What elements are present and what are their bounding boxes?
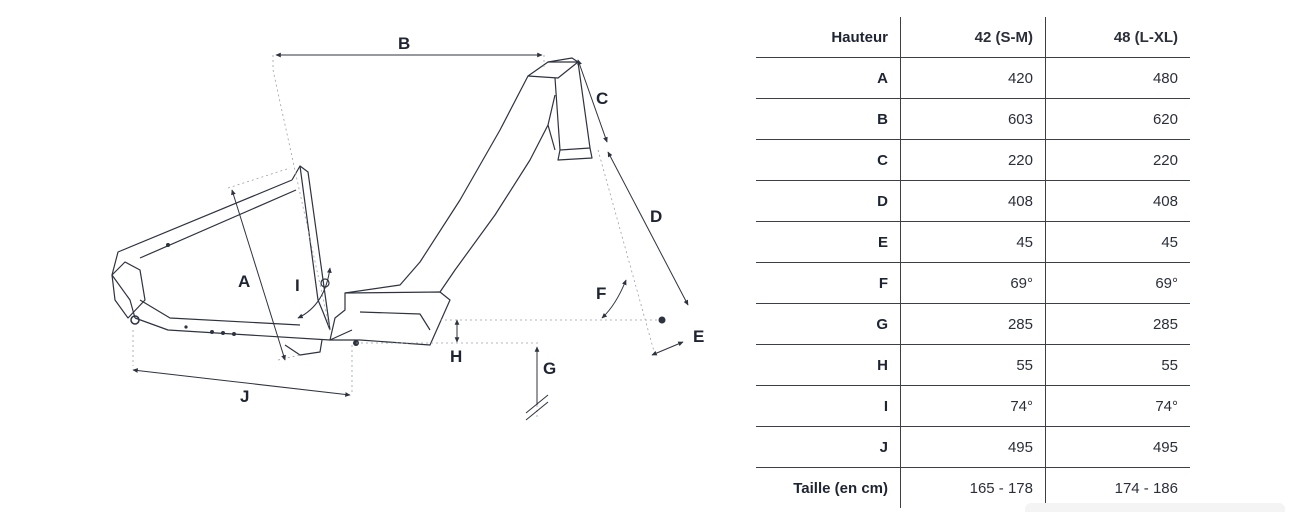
row-value-size-2: 408 bbox=[1045, 180, 1190, 222]
row-value-size-2: 220 bbox=[1045, 139, 1190, 181]
header-label: Hauteur bbox=[756, 17, 901, 58]
frame-geometry-diagram: B C D A I F E H G J bbox=[111, 34, 704, 421]
guide-lines bbox=[132, 55, 660, 420]
row-value-size-1: 420 bbox=[900, 57, 1046, 99]
bike-frame bbox=[111, 57, 593, 356]
row-label: E bbox=[756, 221, 901, 263]
row-value-size-1: 495 bbox=[900, 426, 1046, 468]
ground-break-mark bbox=[525, 394, 549, 421]
dimension-label-g: G bbox=[543, 359, 556, 378]
row-label: H bbox=[756, 344, 901, 386]
row-label: B bbox=[756, 98, 901, 140]
dimension-label-a: A bbox=[238, 272, 250, 291]
dimension-label-i: I bbox=[295, 276, 300, 295]
dimension-lines bbox=[132, 52, 689, 405]
row-label: J bbox=[756, 426, 901, 468]
dimension-label-d: D bbox=[650, 207, 662, 226]
row-label: A bbox=[756, 57, 901, 99]
row-label: C bbox=[756, 139, 901, 181]
dimension-label-c: C bbox=[596, 89, 608, 108]
row-value-size-1: 285 bbox=[900, 303, 1046, 345]
row-value-size-2: 69° bbox=[1045, 262, 1190, 304]
row-value-size-1: 603 bbox=[900, 98, 1046, 140]
frame-details bbox=[130, 243, 666, 346]
row-value-size-2: 480 bbox=[1045, 57, 1190, 99]
row-label: F bbox=[756, 262, 901, 304]
row-value-size-2: 74° bbox=[1045, 385, 1190, 427]
row-label: D bbox=[756, 180, 901, 222]
overlay-edge bbox=[1025, 503, 1285, 512]
row-value-size-2: 45 bbox=[1045, 221, 1190, 263]
dimension-label-h: H bbox=[450, 347, 462, 366]
header-size-1: 42 (S-M) bbox=[900, 17, 1046, 58]
table-footer-row: Taille (en cm)165 - 178 174 - 186 bbox=[756, 467, 1190, 508]
row-value-size-1: 74° bbox=[900, 385, 1046, 427]
row-label: G bbox=[756, 303, 901, 345]
row-value-size-2: 620 bbox=[1045, 98, 1190, 140]
row-value-size-1: 220 bbox=[900, 139, 1046, 181]
row-value-size-2: 55 bbox=[1045, 344, 1190, 386]
row-value-size-1: 165 - 178 bbox=[900, 467, 1046, 508]
row-value-size-1: 69° bbox=[900, 262, 1046, 304]
row-value-size-1: 45 bbox=[900, 221, 1046, 263]
dimension-label-j: J bbox=[240, 387, 249, 406]
dimension-label-f: F bbox=[596, 284, 606, 303]
row-value-size-2: 495 bbox=[1045, 426, 1190, 468]
row-value-size-1: 55 bbox=[900, 344, 1046, 386]
row-label: Taille (en cm) bbox=[756, 467, 901, 508]
dimension-label-e: E bbox=[693, 327, 704, 346]
row-label: I bbox=[756, 385, 901, 427]
row-value-size-2: 285 bbox=[1045, 303, 1190, 345]
table-header-row: Hauteur 42 (S-M) 48 (L-XL) bbox=[756, 17, 1190, 58]
dimension-label-b: B bbox=[398, 34, 410, 53]
row-value-size-1: 408 bbox=[900, 180, 1046, 222]
header-size-2: 48 (L-XL) bbox=[1045, 17, 1190, 58]
row-value-size-2: 174 - 186 bbox=[1114, 479, 1178, 497]
